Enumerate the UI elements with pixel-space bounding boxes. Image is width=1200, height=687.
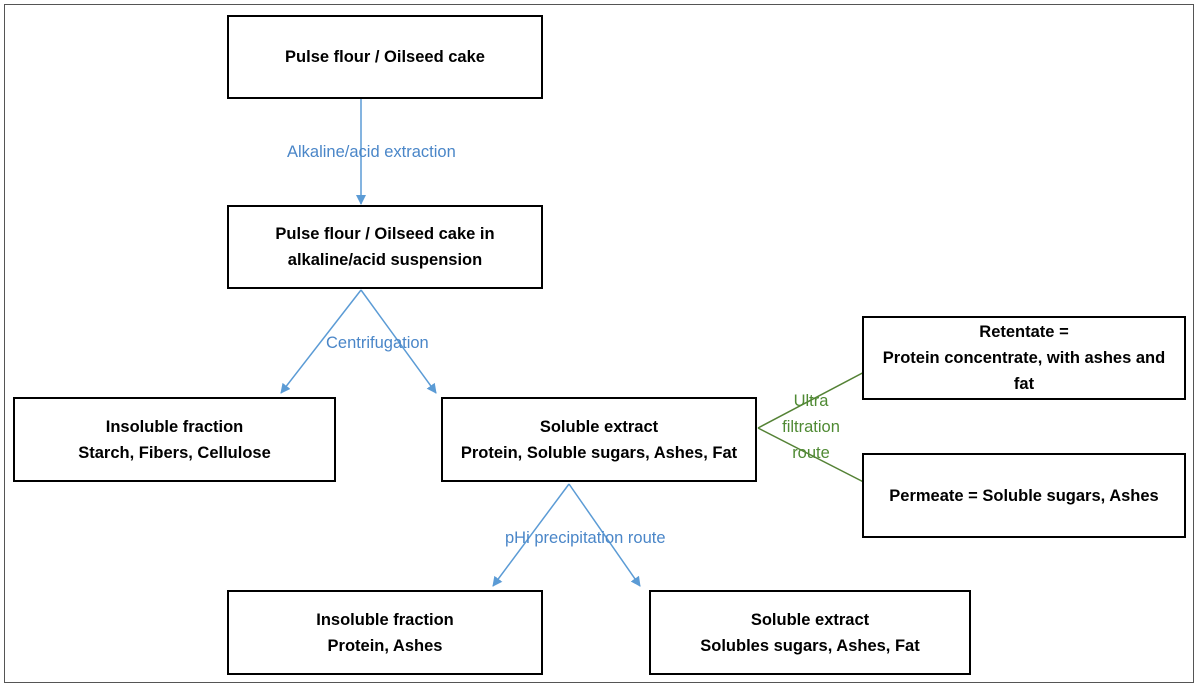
node-soluble-2-line2: Solubles sugars, Ashes, Fat xyxy=(700,636,920,655)
label-ultrafiltration-line3: route xyxy=(792,444,830,462)
node-insoluble-1-line2: Starch, Fibers, Cellulose xyxy=(78,443,271,462)
arrow-to-insoluble-2 xyxy=(492,483,570,587)
node-soluble-2-line1: Soluble extract xyxy=(750,610,870,629)
arrow-to-soluble-1 xyxy=(360,289,437,394)
node-insoluble-2-line1: Insoluble fraction xyxy=(316,610,454,629)
node-retentate-line2: Protein concentrate, with ashes and xyxy=(882,349,1166,367)
node-insoluble-1-line1: Insoluble fraction xyxy=(105,417,244,436)
node-retentate-line3: fat xyxy=(1013,375,1035,393)
node-soluble-1-line2: Protein, Soluble sugars, Ashes, Fat xyxy=(460,443,738,462)
label-extraction: Alkaline/acid extraction xyxy=(287,143,456,161)
label-phi-precipitation: pHi precipitation route xyxy=(505,529,666,547)
node-insoluble-2-line2: Protein, Ashes xyxy=(327,636,443,655)
label-ultrafiltration-line1: Ultra xyxy=(793,392,829,410)
node-insoluble-fraction-1: Insoluble fraction Starch, Fibers, Cellu… xyxy=(13,397,336,482)
arrow-to-soluble-2 xyxy=(568,483,641,587)
node-suspension-line1: Pulse flour / Oilseed cake in xyxy=(275,225,495,243)
label-ultrafiltration-line2: filtration xyxy=(782,418,840,436)
node-soluble-extract-1: Soluble extract Protein, Soluble sugars,… xyxy=(441,397,757,482)
node-permeate-line1: Permeate = Soluble sugars, Ashes xyxy=(889,486,1159,505)
node-retentate-line1: Retentate = xyxy=(979,323,1069,341)
node-pulse-flour-line1: Pulse flour / Oilseed cake xyxy=(285,48,485,66)
node-insoluble-fraction-2: Insoluble fraction Protein, Ashes xyxy=(227,590,543,675)
node-suspension-line2: alkaline/acid suspension xyxy=(287,251,483,269)
node-pulse-flour: Pulse flour / Oilseed cake xyxy=(227,15,543,99)
node-retentate: Retentate = Protein concentrate, with as… xyxy=(862,316,1186,400)
node-soluble-extract-2: Soluble extract Solubles sugars, Ashes, … xyxy=(649,590,971,675)
label-centrifugation: Centrifugation xyxy=(326,334,429,352)
node-suspension: Pulse flour / Oilseed cake in alkaline/a… xyxy=(227,205,543,289)
node-permeate: Permeate = Soluble sugars, Ashes xyxy=(862,453,1186,538)
node-soluble-1-line1: Soluble extract xyxy=(539,417,659,436)
diagram-frame xyxy=(4,4,1194,683)
arrow-to-insoluble-1 xyxy=(280,289,362,394)
label-ultrafiltration: Ultra filtration route xyxy=(770,388,852,466)
